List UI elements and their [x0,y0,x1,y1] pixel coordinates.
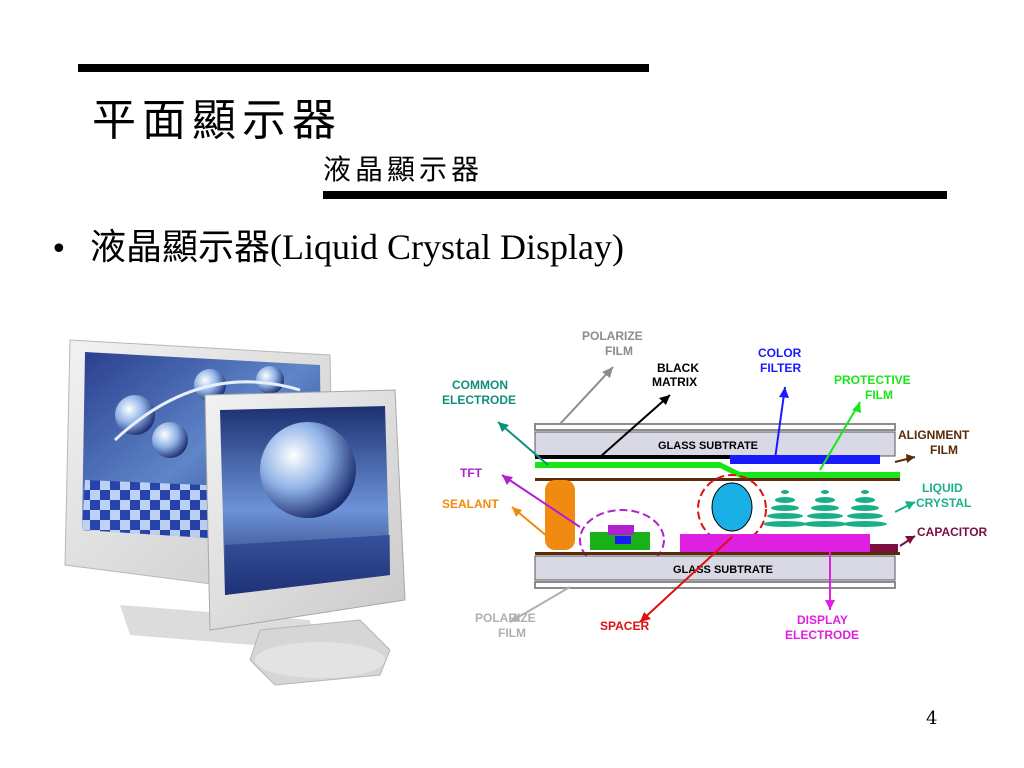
common-electrode-label-1: COMMON [452,378,508,392]
sealant-label: SEALANT [442,497,499,511]
display-electrode-label-2: ELECTRODE [785,628,859,642]
slide-title: 平面顯示器 [92,95,342,146]
display-electrode-label-1: DISPLAY [797,613,848,627]
tft-highlight [579,509,665,571]
lcd-monitors-image [64,339,406,686]
display-electrode-layer [680,534,870,552]
polarize-film-bottom-label-2: FILM [498,626,526,640]
capacitor-label: CAPACITOR [917,525,988,539]
protective-film-label-1: PROTECTIVE [834,373,911,387]
alignment-film-layer [535,478,900,481]
liquid-crystal-label-1: LIQUID [922,481,963,495]
spacer-ball [711,482,753,532]
bottom-glass-substrate-layer [534,555,896,581]
top-polarize-film-layer [534,423,896,431]
protective-film-label-2: FILM [865,388,893,402]
polarize-film-bottom-label-1: POLARIZE [475,611,536,625]
page-number: 4 [926,708,938,729]
bottom-alignment-film [535,552,900,555]
glass-subtrate-bottom-label: GLASS SUBTRATE [673,564,773,576]
black-matrix-label-1: BLACK [657,361,699,375]
spacer-label: SPACER [600,619,649,633]
bullet-item: • 液晶顯示器(Liquid Crystal Display) [50,218,624,270]
title-rule-top [78,64,649,72]
liquid-crystal-label-2: CRYSTAL [916,496,971,510]
tft-gate [608,525,634,535]
title-rule-bottom [323,191,947,199]
capacitor-layer [870,544,898,552]
protective-film-layer [535,462,900,478]
glass-subtrate-top-label: GLASS SUBTRATE [658,440,758,452]
slide-subtitle: 液晶顯示器 [323,153,484,186]
polarize-film-top-label-1: POLARIZE [582,329,643,343]
color-filter-layer [730,455,880,464]
color-filter-label-1: COLOR [758,346,802,360]
polarize-film-top-label-2: FILM [605,344,633,358]
black-matrix-label-2: MATRIX [652,375,697,389]
color-filter-label-2: FILTER [760,361,801,375]
tft-label: TFT [460,466,483,480]
lcd-structure-diagram: GLASS SUBTRATE GLASS SUBTRATE [442,329,988,642]
bottom-polarize-film-layer [534,581,896,589]
tft-channel [615,536,631,544]
liquid-crystal-molecules [763,490,887,527]
sealant-block [545,480,575,550]
alignment-film-label-1: ALIGNMENT [898,428,970,442]
bullet-marker: • [50,232,68,267]
alignment-film-label-2: FILM [930,443,958,457]
common-electrode-label-2: ELECTRODE [442,393,516,407]
black-matrix-layer [535,455,730,459]
bullet-text: 液晶顯示器(Liquid Crystal Display) [90,227,624,267]
